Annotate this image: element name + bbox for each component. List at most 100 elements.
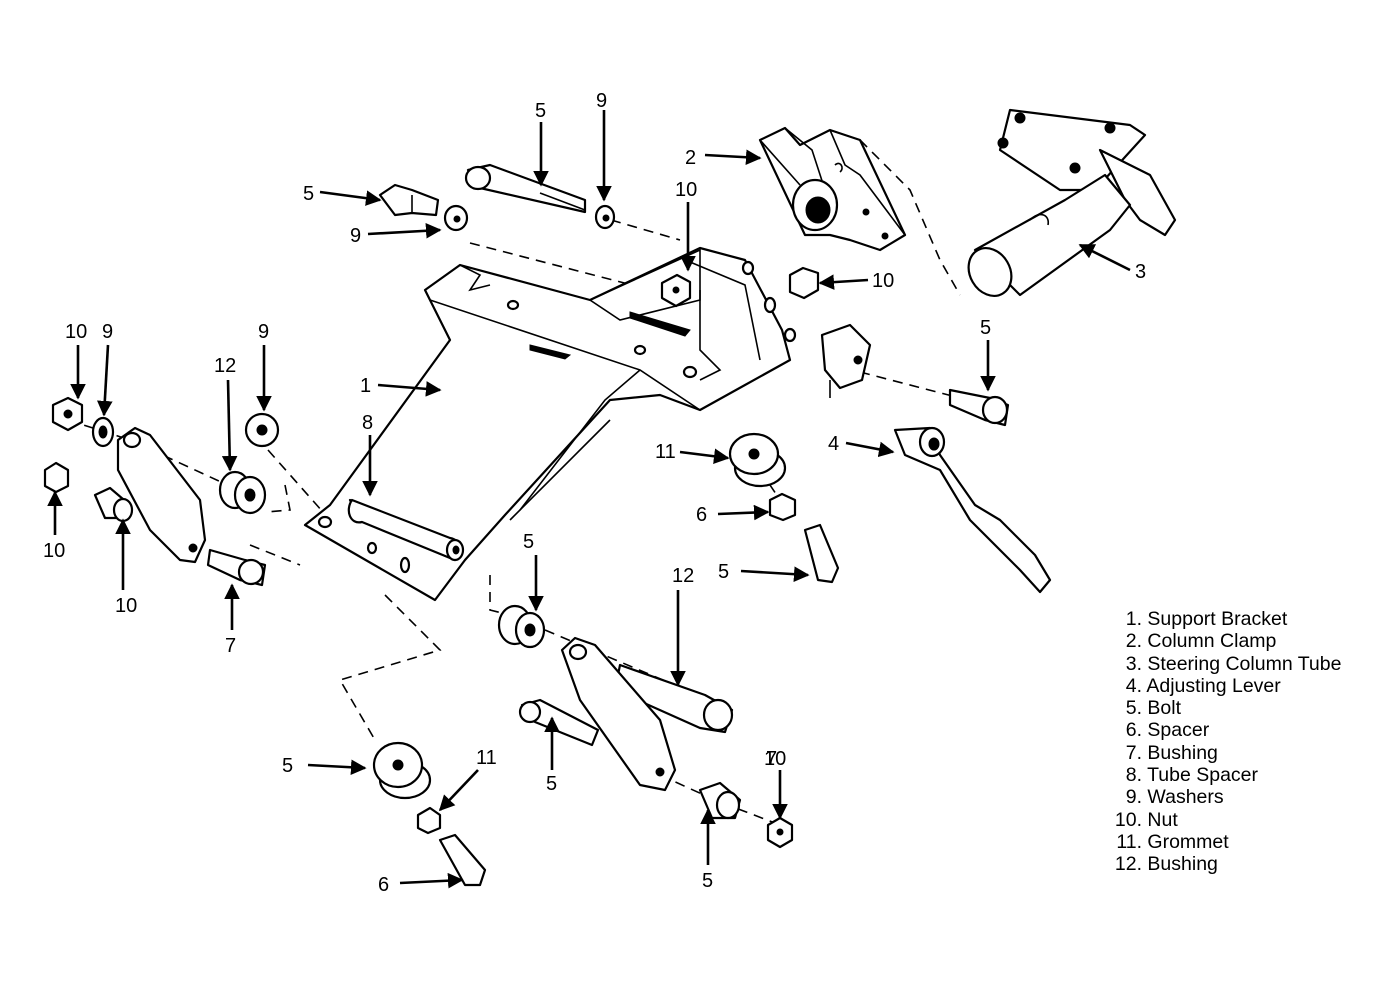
legend-number: 8. [1125,764,1142,787]
legend-label: Nut [1147,808,1178,831]
callout-label: 9 [102,321,113,343]
legend-number: 12. [1114,853,1142,876]
nut-left [51,396,84,432]
callout-label: 3 [1135,261,1146,283]
bolt-center-small [803,523,840,584]
washer-top-left [443,204,469,232]
nut-bottom-right [766,816,794,849]
callout-label: 1 [360,375,371,397]
callout-arrows [47,110,1131,889]
parts-legend: 1. Support Bracket 2. Column Clamp 3. St… [1108,608,1342,876]
callout-label: 10 [43,540,65,562]
washer-left [91,416,115,448]
bushing-bottom-7 [698,781,742,820]
callout-label: 9 [596,90,607,112]
adjusting-lever [893,426,1052,594]
legend-label: Washers [1147,786,1224,809]
bushing-bottom-12 [497,604,546,649]
callout-labels: 5 9 2 5 9 10 10 3 5 10 9 9 12 1 8 10 11 … [43,90,1146,896]
left-plate [116,426,207,564]
legend-number: 1. [1125,608,1142,630]
bolt-left-lower [206,548,267,587]
legend-item: 3. Steering Column Tube [1108,652,1342,675]
callout-label: 5 [980,317,991,339]
bolt-right [948,388,1010,427]
callout-label: 8 [362,412,373,434]
callout-label: 10 [115,595,137,617]
column-clamp [758,126,907,252]
legend-label: Grommet [1147,830,1229,853]
legend-number: 5. [1125,697,1142,720]
bolt-top-left [378,183,440,217]
bolt-bottom-small [438,833,487,887]
legend-item: 6. Spacer [1108,719,1341,741]
washer-top [594,204,616,230]
nut-right [788,266,820,300]
legend-item: 4. Adjusting Lever [1108,675,1341,697]
callout-label: 5 [282,755,293,777]
steering-column-tube [967,108,1177,297]
grommet-center [728,432,787,488]
tube-spacer [347,498,465,562]
callout-label: 2 [685,147,696,169]
legend-label: Spacer [1147,719,1210,742]
legend-label: Bushing [1147,853,1218,876]
callout-label: 10 [872,270,894,292]
legend-label: Support Bracket [1147,608,1288,630]
callout-label: 12 [672,565,694,587]
callout-label: 7 [225,635,236,657]
legend-label: Column Clamp [1147,630,1277,653]
legend-number: 6. [1125,719,1142,742]
legend-item: 2. Column Clamp [1108,630,1341,652]
spacer-center [768,492,797,522]
callout-label: 4 [828,433,839,455]
legend-label: Tube Spacer [1147,764,1259,787]
callout-label: 5 [523,531,534,553]
legend-label: Bushing [1147,741,1218,764]
callout-label: 10 [65,321,87,343]
legend-item: 9. Washers [1108,786,1341,808]
callout-label: 11 [655,441,676,463]
bushing-left-7 [93,486,134,523]
legend-number: 4. [1125,674,1142,697]
cam-piece [820,323,872,398]
legend-number: 7. [1125,741,1142,764]
legend-number: 11. [1116,830,1142,853]
legend-label: Adjusting Lever [1146,674,1281,697]
legend-number: 9. [1125,786,1142,809]
legend-label: Steering Column Tube [1147,652,1342,675]
callout-label: 10 [675,179,697,201]
callout-label: 5 [535,100,546,122]
bushing-left-12 [218,470,267,515]
legend-number: 3. [1125,652,1142,675]
callout-label: 5 [303,183,314,205]
legend-item: 1. Support Bracket [1108,608,1341,630]
bottom-plate [560,636,677,792]
legend-item: 11. Grommet [1108,831,1341,853]
legend-number: 2. [1125,630,1142,653]
callout-label: 5 [546,773,557,795]
callout-label: 5 [718,561,729,583]
callout-label: 6 [378,874,389,896]
spacer-bottom [416,806,442,835]
callout-label: 9 [350,225,361,247]
grommet-bottom [372,741,432,800]
support-bracket [303,246,797,602]
nut-top [660,273,692,308]
callout-label: 9 [258,321,269,343]
legend-number: 10. [1114,808,1142,831]
callout-label: 6 [696,504,707,526]
legend-item: 7. Bushing [1108,742,1341,764]
callout-label: 5 [702,870,713,892]
bolt-top-center [464,163,587,214]
callout-label: 7 [766,748,777,770]
callout-label: 11 [476,747,497,769]
legend-item: 12. Bushing [1108,853,1341,875]
legend-label: Bolt [1147,697,1182,720]
bolt-bottom-left [518,698,600,747]
nut-far-left [43,461,70,494]
legend-item: 8. Tube Spacer [1108,764,1341,786]
legend-item: 5. Bolt [1108,697,1341,719]
legend-item: 10. Nut [1108,809,1341,831]
